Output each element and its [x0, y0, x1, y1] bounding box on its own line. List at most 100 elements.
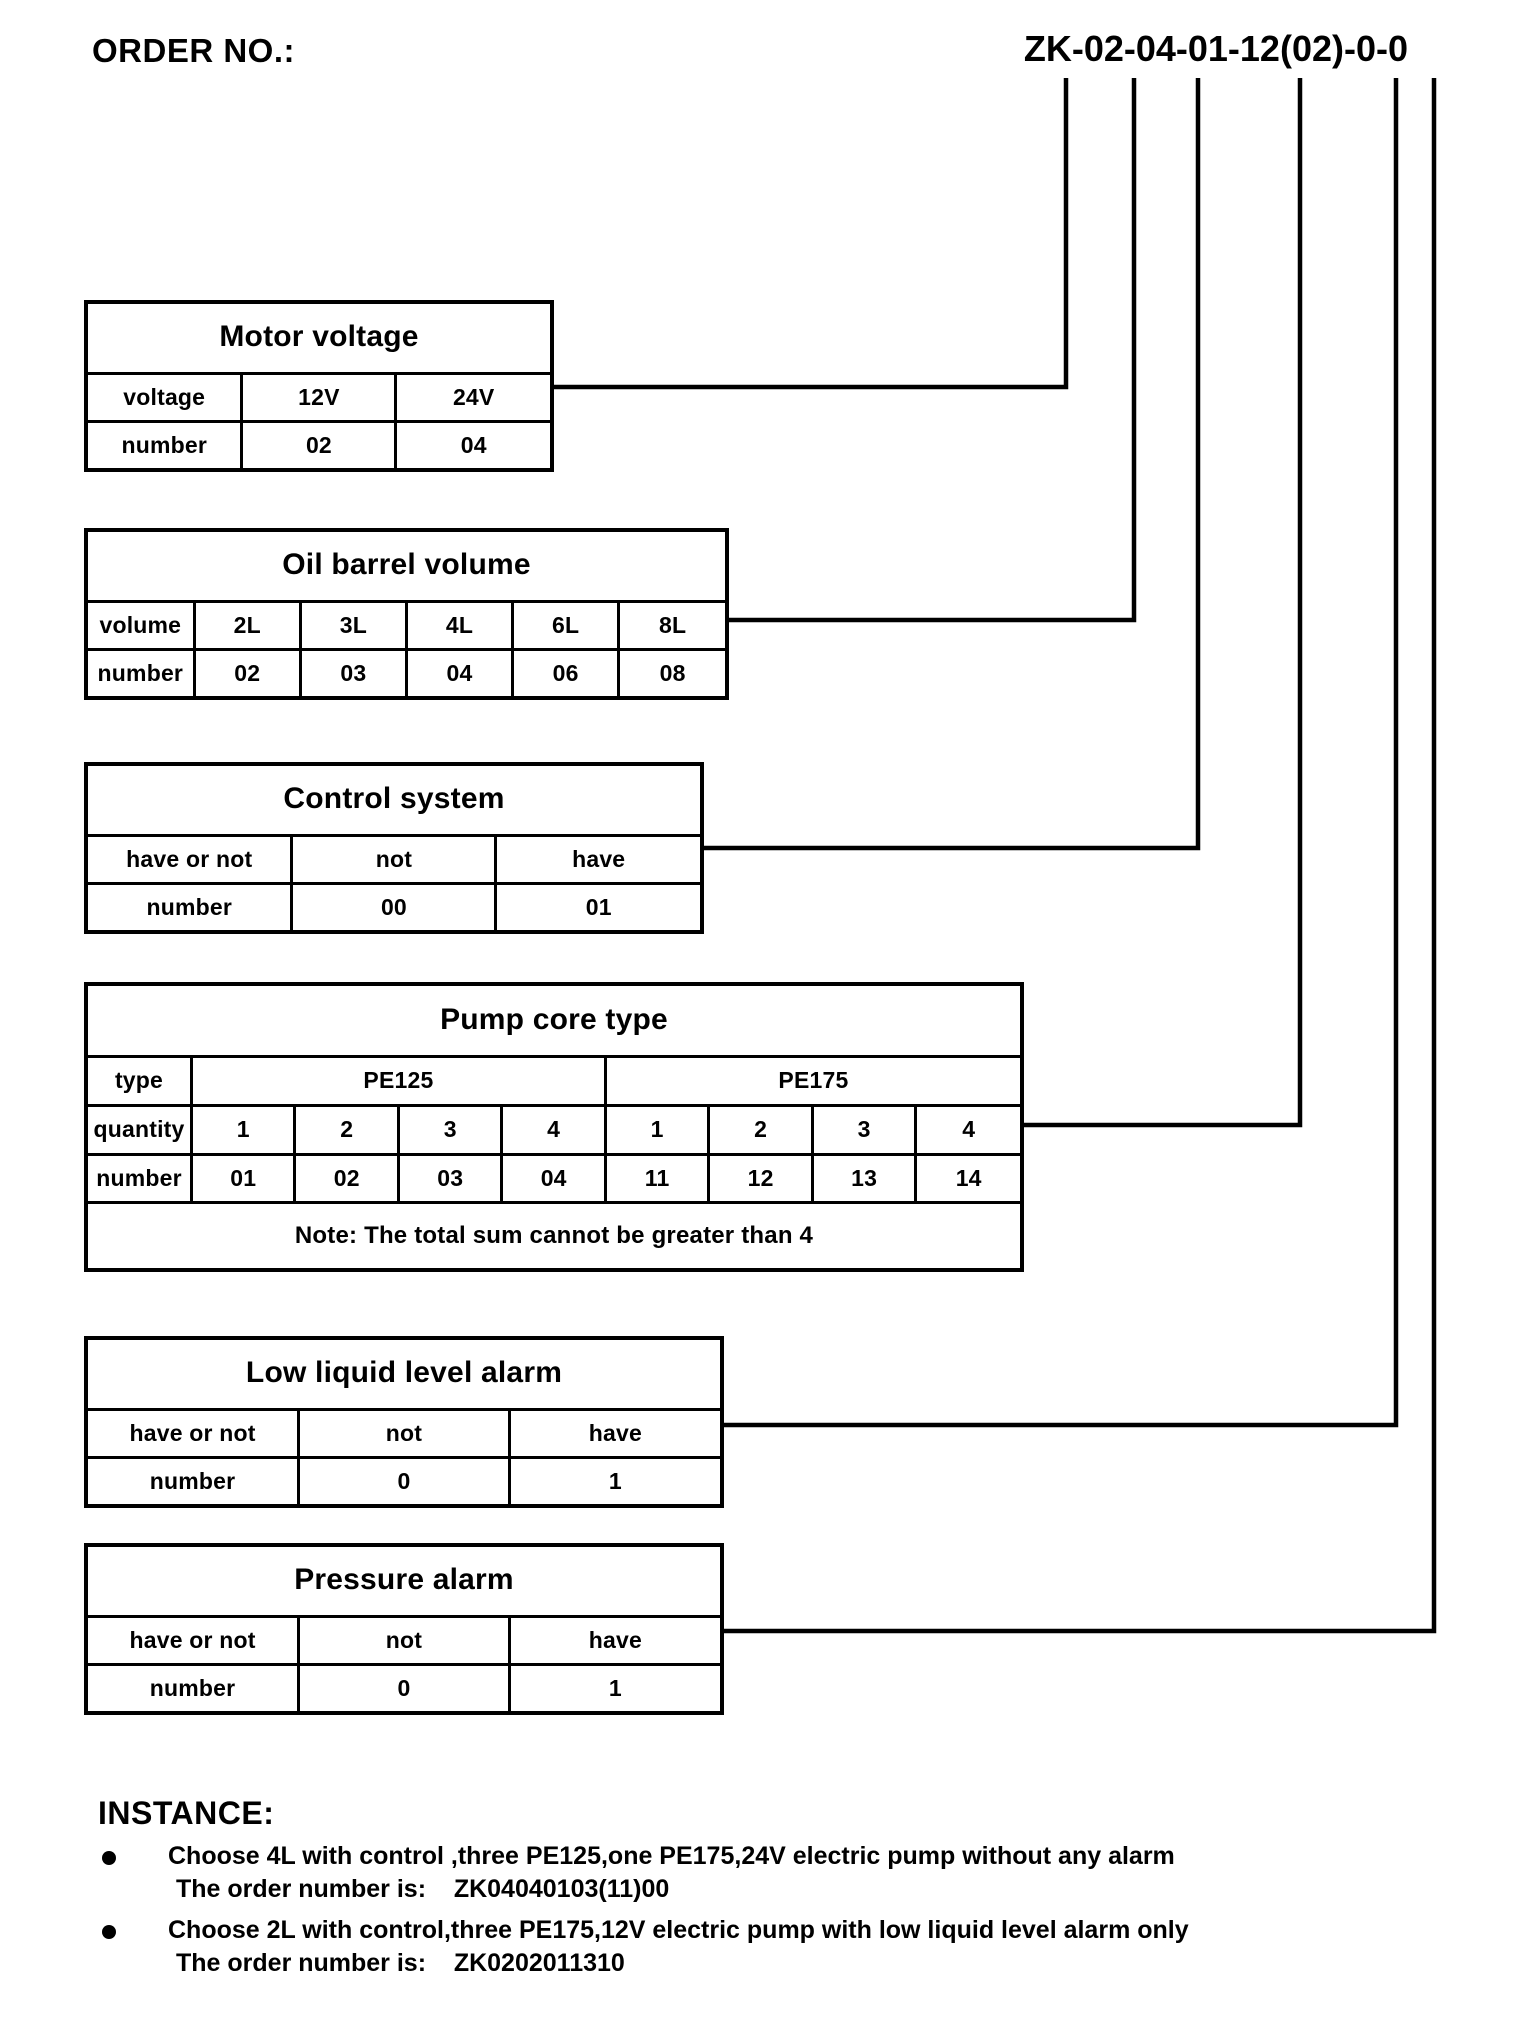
table-row: number 02 04 — [88, 420, 550, 468]
table-title: Control system — [88, 766, 700, 837]
table-row: quantity 1 2 3 4 1 2 3 4 — [88, 1103, 1020, 1156]
cell: 6L — [511, 599, 621, 652]
cell: not — [297, 1614, 511, 1667]
cell: 8L — [617, 599, 725, 652]
connector-motor-voltage — [554, 78, 1069, 390]
table-row: number 00 01 — [88, 882, 700, 930]
table-oil-barrel-volume: Oil barrel volume volume 2L 3L 4L 6L 8L … — [84, 528, 729, 700]
bullet-icon — [102, 1925, 116, 1939]
cell: 02 — [240, 420, 398, 468]
cell: 01 — [189, 1152, 297, 1205]
connector-pressure-alarm — [724, 78, 1437, 1634]
cell-group-pe125: PE125 — [189, 1054, 607, 1107]
cell: 03 — [298, 648, 408, 696]
table-title: Pump core type — [88, 986, 1020, 1058]
table-title: Oil barrel volume — [88, 532, 725, 603]
cell: 2 — [293, 1103, 400, 1156]
table-title: Motor voltage — [88, 304, 550, 375]
instance-order-number: The order number is: ZK04040103(11)00 — [176, 1875, 670, 1903]
row-label: have or not — [88, 833, 294, 886]
cell: not — [290, 833, 498, 886]
connector-control-system — [704, 78, 1201, 851]
row-label: voltage — [88, 371, 244, 424]
cell: have — [507, 1407, 720, 1460]
cell: 1 — [507, 1663, 720, 1711]
table-pressure-alarm: Pressure alarm have or not not have numb… — [84, 1543, 724, 1715]
connector-pump-core — [1024, 78, 1303, 1128]
table-low-liquid-level-alarm: Low liquid level alarm have or not not h… — [84, 1336, 724, 1508]
instance-section: INSTANCE: Choose 4L with control ,three … — [98, 1795, 1438, 1980]
cell: 04 — [394, 420, 550, 468]
cell: 14 — [914, 1152, 1020, 1205]
table-motor-voltage: Motor voltage voltage 12V 24V number 02 … — [84, 300, 554, 472]
cell: 3 — [810, 1103, 918, 1156]
row-label: type — [88, 1054, 193, 1107]
cell: 04 — [500, 1152, 607, 1205]
cell: 12 — [707, 1152, 814, 1205]
row-label: volume — [88, 599, 196, 652]
cell: 04 — [404, 648, 515, 696]
list-item: Choose 2L with control,three PE175,12V e… — [98, 1914, 1438, 1980]
cell: 01 — [494, 882, 700, 930]
cell: 08 — [617, 648, 725, 696]
instance-order-number: The order number is: ZK0202011310 — [176, 1949, 625, 1977]
cell: 24V — [394, 371, 550, 424]
cell-group-pe175: PE175 — [603, 1054, 1020, 1107]
instance-description: Choose 4L with control ,three PE125,one … — [168, 1842, 1175, 1870]
table-row: have or not not have — [88, 833, 700, 886]
row-label: have or not — [88, 1614, 301, 1667]
cell: 13 — [810, 1152, 918, 1205]
cell: 4 — [500, 1103, 607, 1156]
connector-oil-barrel — [729, 78, 1137, 623]
table-row: volume 2L 3L 4L 6L 8L — [88, 599, 725, 652]
cell: 00 — [290, 882, 498, 930]
header: ORDER NO.: ZK-02-04-01-12(02)-0-0 — [0, 18, 1536, 78]
cell: have — [507, 1614, 720, 1667]
row-label: number — [88, 420, 244, 468]
cell: 3 — [396, 1103, 504, 1156]
cell: 0 — [297, 1663, 511, 1711]
cell: 02 — [293, 1152, 400, 1205]
bullet-icon — [102, 1851, 116, 1865]
table-row: number 0 1 — [88, 1663, 720, 1711]
cell: 2L — [192, 599, 302, 652]
cell: 12V — [240, 371, 398, 424]
cell: 1 — [507, 1456, 720, 1504]
table-row: have or not not have — [88, 1614, 720, 1667]
instance-description: Choose 2L with control,three PE175,12V e… — [168, 1916, 1189, 1944]
table-title: Low liquid level alarm — [88, 1340, 720, 1411]
table-control-system: Control system have or not not have numb… — [84, 762, 704, 934]
table-row: number 0 1 — [88, 1456, 720, 1504]
cell: 1 — [603, 1103, 711, 1156]
table-note: Note: The total sum cannot be greater th… — [88, 1201, 1020, 1268]
order-no-code: ZK-02-04-01-12(02)-0-0 — [1023, 28, 1408, 69]
table-row: have or not not have — [88, 1407, 720, 1460]
table-row: type PE125 PE175 — [88, 1054, 1020, 1107]
cell: 4 — [914, 1103, 1020, 1156]
order-no-label: ORDER NO.: — [92, 32, 295, 69]
row-label: number — [88, 648, 196, 696]
row-label: number — [88, 1456, 301, 1504]
cell: 4L — [404, 599, 515, 652]
cell: 3L — [298, 599, 408, 652]
row-label: number — [88, 882, 294, 930]
cell: 02 — [192, 648, 302, 696]
cell: 1 — [189, 1103, 297, 1156]
list-item: Choose 4L with control ,three PE125,one … — [98, 1840, 1438, 1906]
table-row: voltage 12V 24V — [88, 371, 550, 424]
cell: 0 — [297, 1456, 511, 1504]
table-row: number 01 02 03 04 11 12 13 14 — [88, 1152, 1020, 1205]
row-label: quantity — [88, 1103, 193, 1156]
table-title: Pressure alarm — [88, 1547, 720, 1618]
cell: not — [297, 1407, 511, 1460]
cell: 06 — [511, 648, 621, 696]
instance-title: INSTANCE: — [98, 1795, 275, 1831]
row-label: number — [88, 1152, 193, 1205]
table-row: number 02 03 04 06 08 — [88, 648, 725, 696]
row-label: number — [88, 1663, 301, 1711]
cell: 11 — [603, 1152, 711, 1205]
row-label: have or not — [88, 1407, 301, 1460]
cell: 2 — [707, 1103, 814, 1156]
table-pump-core-type: Pump core type type PE125 PE175 quantity… — [84, 982, 1024, 1272]
